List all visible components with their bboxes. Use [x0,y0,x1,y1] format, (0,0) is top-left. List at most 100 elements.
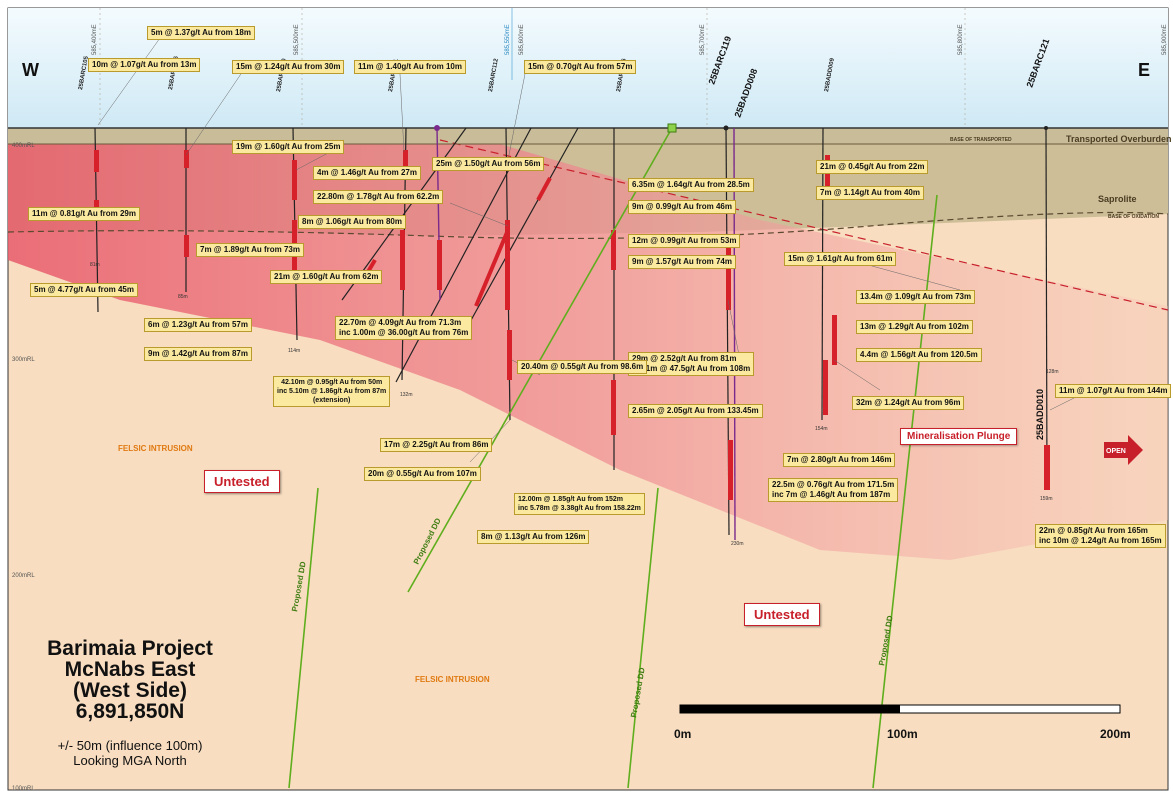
intercept-label: 11m @ 1.07g/t Au from 144m [1055,384,1172,398]
felsic-intrusion-label: FELSIC INTRUSION [415,675,490,684]
hole-depth-label: 114m [288,348,300,354]
hole-name-label: 25BARC106 [168,55,180,90]
leader-line [507,73,526,161]
proposed-dd-trace [288,487,319,789]
hole-name-label: 25BARC116 [616,57,628,92]
rl-label: 300mRL [12,357,35,363]
intercept-label: 8m @ 1.13g/t Au from 126m [477,530,590,544]
intercept-bar [505,220,510,310]
intercept-label: 5m @ 4.77g/t Au from 45m [30,283,138,297]
subtitle-line: Looking MGA North [73,753,187,768]
intercept-bar [726,240,731,310]
intercept-bar [94,150,99,172]
intercept-label: 42.10m @ 0.95g/t Au from 50m inc 5.10m @… [273,376,391,407]
drill-hole-trace-purple [733,127,736,541]
transported-overburden-label: Transported Overburden [1066,134,1172,144]
hole-name-label: 25BADD010 [1035,389,1045,440]
intercept-label: 32m @ 1.24g/t Au from 96m [852,396,965,410]
saprolite-label: Saprolite [1098,194,1137,204]
proposed-collar-marker [667,123,677,133]
intercept-label: 15m @ 1.24g/t Au from 30m [232,60,345,74]
hole-depth-label: 132m [400,392,413,398]
hole-depth-label: 85m [178,294,188,300]
open-arrow-icon [1104,435,1143,465]
intercept-label: 22.70m @ 4.09g/t Au from 71.3m inc 1.00m… [335,316,473,340]
intercept-label: 19m @ 1.60g/t Au from 25m [232,140,345,154]
easting-label: 585,700mE [700,24,706,55]
scale-label-0: 0m [674,727,691,741]
intercept-label: 2.65m @ 2.05g/t Au from 133.45m [628,404,763,418]
intercept-label: 6m @ 1.23g/t Au from 57m [144,318,252,332]
intercept-label: 9m @ 1.57g/t Au from 74m [628,255,736,269]
intercept-label: 15m @ 0.70g/t Au from 57m [524,60,637,74]
intercept-label: 9m @ 1.42g/t Au from 87m [144,347,252,361]
leader-line [399,73,405,153]
subtitle-line: +/- 50m (influence 100m) [57,738,203,753]
intercept-bar [184,150,189,168]
intercept-label: 17m @ 2.25g/t Au from 86m [380,438,493,452]
hole-depth-label: 128m [1046,369,1059,375]
hole-name-label: 25BARC110 [276,57,288,92]
hole-depth-label: 154m [815,426,828,432]
open-label: OPEN [1106,448,1126,455]
intercept-bar [728,440,733,500]
figure-subtitle: +/- 50m (influence 100m) Looking MGA Nor… [30,738,230,768]
leader-line [185,67,246,156]
collar-marker [723,125,729,131]
intercept-label: 13.4m @ 1.09g/t Au from 73m [856,290,976,304]
title-line: McNabs East [64,658,196,681]
untested-callout: Untested [204,470,280,493]
intercept-bar [400,230,405,290]
drill-hole-trace [469,127,579,323]
leader-line [295,151,331,171]
intercept-label: 29m @ 2.52g/t Au from 81m inc 1m @ 47.5g… [628,352,755,376]
easting-label: 585,600mE [519,24,525,55]
intercept-label: 12m @ 0.99g/t Au from 53m [628,234,741,248]
drill-hole-trace [821,127,824,421]
hole-name-label: 25BARC105 [78,55,90,90]
rl-label: 100mRL [12,786,35,792]
intercept-label: 12.00m @ 1.85g/t Au from 152m inc 5.78m … [514,493,645,515]
intercept-bar [474,229,510,307]
figure-title: Barimaia Project McNabs East (West Side)… [30,638,230,722]
leader-line [449,202,509,227]
leader-line [97,37,161,126]
intercept-bar [403,150,408,170]
intercept-label: 7m @ 1.89g/t Au from 73m [196,243,304,257]
west-label: W [22,60,39,80]
intercept-label: 22.5m @ 0.76g/t Au from 171.5m inc 7m @ … [768,478,899,502]
hole-depth-label: 159m [1040,496,1053,502]
base-of-oxidation-line [7,211,1169,240]
intercept-bar [437,240,442,290]
intercept-label: 8m @ 1.06g/t Au from 80m [298,215,406,229]
intercept-bar [507,330,512,380]
intercept-label: 4m @ 1.46g/t Au from 27m [313,166,421,180]
intercept-label: 11m @ 0.81g/t Au from 29m [28,207,140,221]
intercept-bar [292,160,297,200]
easting-label: 585,900mE [1162,24,1168,55]
mineralisation-plunge-callout: Mineralisation Plunge [900,428,1018,445]
intercept-label: 21m @ 0.45g/t Au from 22m [816,160,929,174]
base-of-oxidation-label: BASE OF OXIDATION [1108,214,1159,220]
drill-hole-trace [1045,127,1048,491]
intercept-label: 25m @ 1.50g/t Au from 56m [432,157,545,171]
easting-label: 585,550mE [505,24,511,55]
intercept-bar [823,360,828,415]
base-of-transported-label: BASE OF TRANSPORTED [950,137,1012,143]
title-line: Barimaia Project [47,637,213,660]
intercept-label: 13m @ 1.29g/t Au from 102m [856,320,973,334]
leader-line [727,299,741,361]
intercept-label: 15m @ 1.61g/t Au from 61m [784,252,897,266]
untested-callout: Untested [744,603,820,626]
felsic-intrusion-label: FELSIC INTRUSION [118,444,193,453]
hole-name-label: 25BADD009 [824,57,836,92]
intercept-bar [536,177,552,201]
proposed-dd-trace [627,487,659,789]
rl-label: 400mRL [12,143,35,149]
scale-label-200: 200m [1100,727,1131,741]
intercept-bar [825,155,830,193]
intercept-label: 6.35m @ 1.64g/t Au from 28.5m [628,178,754,192]
intercept-label: 22m @ 0.85g/t Au from 165m inc 10m @ 1.2… [1035,524,1166,548]
collar-marker [1044,126,1048,130]
